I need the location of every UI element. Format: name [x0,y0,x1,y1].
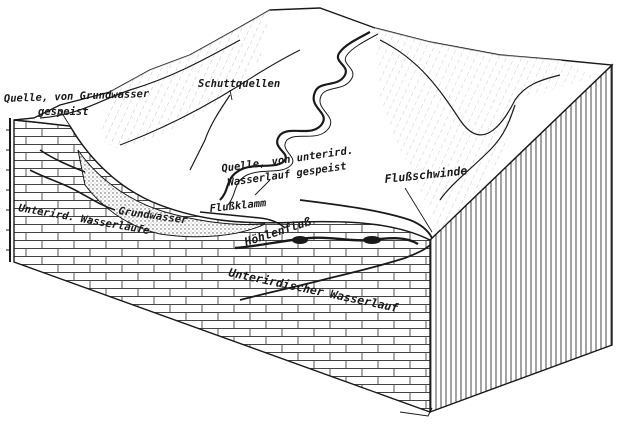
cave-chamber-2 [363,236,381,244]
label-quelle-grundwasser-line2: gespeist [38,106,89,118]
label-schuttquellen: Schuttquellen [198,78,280,90]
cave-chamber-1 [292,236,308,244]
